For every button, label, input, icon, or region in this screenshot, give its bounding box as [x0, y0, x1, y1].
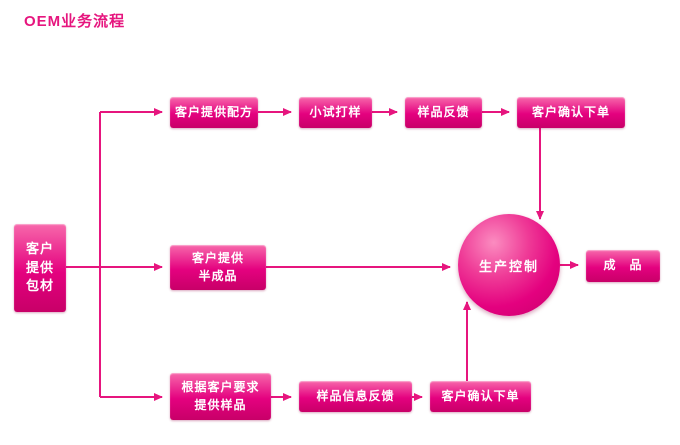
box-trial-sample: 小试打样	[299, 97, 372, 128]
circle-production-control-label: 生产控制	[478, 258, 539, 274]
page-title: OEM业务流程	[24, 13, 126, 30]
box-sample-feedback: 样品反馈	[405, 97, 482, 128]
box-sample-request-line1: 根据客户要求	[181, 380, 260, 395]
box-trial-sample-label: 小试打样	[309, 104, 362, 119]
box-sample-feedback-label: 样品反馈	[417, 104, 470, 119]
box-customer-packaging-line3: 包材	[25, 278, 54, 294]
box-finished-product: 成 品	[586, 250, 660, 282]
box-sample-info-feedback: 样品信息反馈	[299, 381, 412, 412]
box-confirm-order-bottom-label: 客户确认下单	[441, 388, 520, 403]
box-confirm-order-top-label: 客户确认下单	[531, 104, 610, 119]
box-customer-formula-label: 客户提供配方	[174, 104, 253, 119]
box-semi-finished-line2: 半成品	[198, 268, 238, 283]
box-customer-packaging-line2: 提供	[25, 259, 54, 275]
box-confirm-order-bottom: 客户确认下单	[430, 381, 531, 412]
box-semi-finished: 客户提供 半成品	[170, 245, 266, 290]
box-customer-packaging: 客户 提供 包材	[14, 224, 66, 312]
box-sample-request: 根据客户要求 提供样品	[170, 373, 271, 420]
box-customer-packaging-line1: 客户	[25, 240, 54, 256]
box-customer-formula: 客户提供配方	[170, 97, 258, 128]
box-semi-finished-line1: 客户提供	[191, 251, 244, 266]
box-confirm-order-top: 客户确认下单	[517, 97, 625, 128]
box-sample-request-line2: 提供样品	[194, 397, 247, 412]
circle-production-control: 生产控制	[458, 214, 560, 316]
box-sample-info-feedback-label: 样品信息反馈	[316, 388, 395, 403]
box-finished-product-label: 成 品	[603, 258, 643, 273]
